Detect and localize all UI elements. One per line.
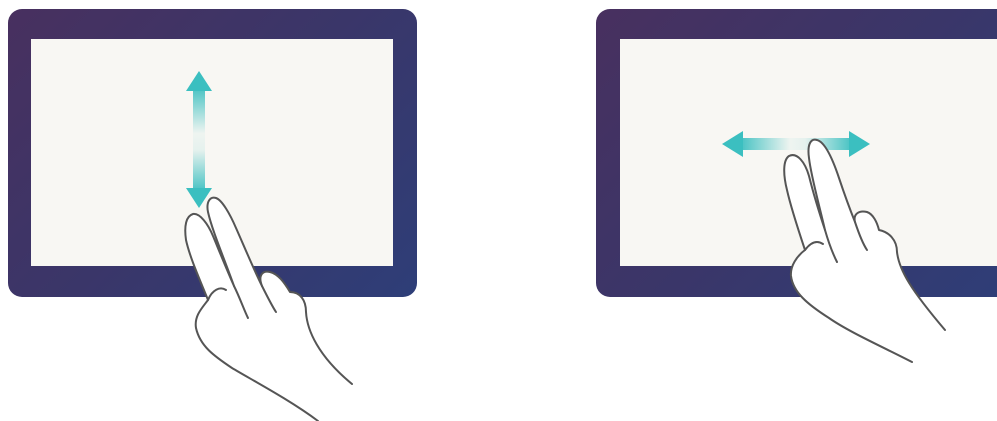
left-right-arrow-icon <box>722 131 870 157</box>
gesture-overlay <box>0 0 430 421</box>
up-down-arrow-icon <box>186 71 212 208</box>
horizontal-swipe-panel <box>567 0 997 421</box>
gesture-overlay <box>567 0 997 421</box>
vertical-swipe-panel <box>0 0 430 421</box>
two-finger-hand-icon <box>185 198 352 421</box>
two-finger-hand-icon <box>784 140 945 362</box>
